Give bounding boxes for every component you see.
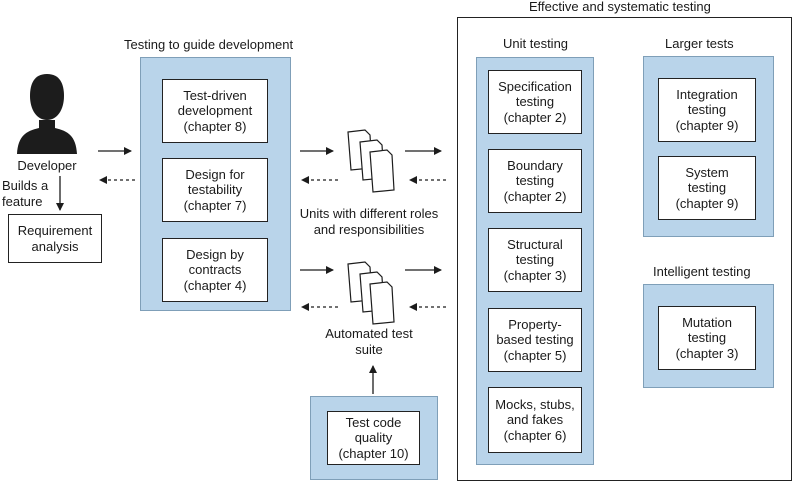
developer-icon [14,70,80,154]
larger-panel: Integration testing (chapter 9) System t… [643,56,774,237]
unit-item: Mocks, stubs, and fakes (chapter 6) [488,387,582,453]
unit-item: Structural testing (chapter 3) [488,228,582,292]
units-label: Units with different roles and responsib… [299,206,439,237]
larger-title: Larger tests [665,36,734,51]
unit-panel: Specification testing (chapter 2) Bounda… [476,57,594,465]
suite-documents-icon [347,261,395,325]
unit-title: Unit testing [503,36,569,51]
guide-item: Design for testability (chapter 7) [162,158,268,222]
guide-item: Test-driven development (chapter 8) [162,79,268,143]
unit-item: Property- based testing (chapter 5) [488,308,582,372]
guide-title: Testing to guide development [124,37,294,52]
quality-box: Test code quality (chapter 10) [327,411,420,465]
intelligent-panel: Mutation testing (chapter 3) [643,284,774,388]
larger-item: System testing (chapter 9) [658,156,756,220]
requirement-analysis-box: Requirement analysis [8,214,102,263]
intelligent-title: Intelligent testing [653,264,751,279]
effective-title: Effective and systematic testing [529,0,711,14]
guide-panel: Test-driven development (chapter 8) Desi… [140,57,291,311]
units-documents-icon [347,129,395,193]
developer-label: Developer [17,158,77,173]
builds-feature-note: Builds a feature [2,178,49,209]
quality-panel: Test code quality (chapter 10) [310,396,438,480]
unit-item: Specification testing (chapter 2) [488,70,582,134]
guide-item: Design by contracts (chapter 4) [162,238,268,302]
requirement-analysis-label: Requirement analysis [17,223,93,254]
unit-item: Boundary testing (chapter 2) [488,149,582,213]
intelligent-item: Mutation testing (chapter 3) [658,306,756,370]
suite-label: Automated test suite [325,326,413,357]
larger-item: Integration testing (chapter 9) [658,78,756,142]
